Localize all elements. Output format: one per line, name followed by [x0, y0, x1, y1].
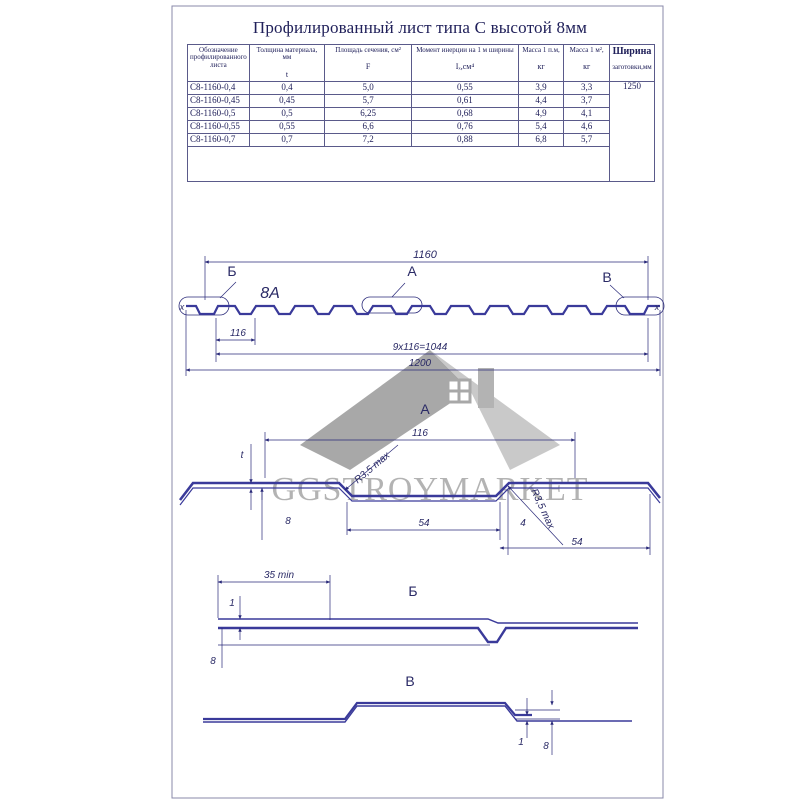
- detail-a-title: А: [420, 401, 430, 417]
- detail-b-profile-bottom: [218, 626, 638, 644]
- table-row: С8-1160-0,45 0,45 5,7 0,61 4,4 3,7: [187, 94, 655, 108]
- detail-a-dim-t: t: [241, 450, 245, 461]
- overview-labels: 1160 Б А В 8А 116 9х116=1044 1200 x x: [179, 249, 660, 369]
- table-row: С8-1160-0,4 0,4 5,0 0,55 3,9 3,3 1250: [187, 81, 656, 182]
- detail-a-dim-4: 4: [520, 518, 526, 529]
- dim-1160: 1160: [413, 249, 438, 261]
- watermark-text: GGSTROYMARKET: [271, 471, 588, 508]
- detail-a-dim-height: 8: [285, 516, 291, 527]
- edge-mark-right: x: [654, 302, 660, 312]
- watermark-chimney: [478, 368, 494, 408]
- detail-b-dim-gap: 1: [229, 598, 235, 609]
- detail-v-labels: В 1 8: [405, 673, 549, 752]
- detail-v-title: В: [405, 673, 414, 689]
- header-designation: Обозначение профилированного листа: [187, 44, 250, 82]
- dim-1200: 1200: [409, 358, 432, 369]
- detail-b-dim-overlap: 35 min: [264, 570, 294, 581]
- table-row: С8-1160-0,7 0,7 7,2 0,88 6,8 5,7: [187, 133, 655, 147]
- table-row-blank: [187, 146, 655, 182]
- detail-v-drawing: [203, 690, 632, 755]
- spec-table: Обозначение профилированного листа Толщи…: [187, 44, 656, 182]
- watermark-roof-light: [430, 350, 560, 470]
- detail-a-dim-54-left: 54: [418, 518, 430, 529]
- edge-mark-left: x: [179, 302, 185, 312]
- drawing-title: Профилированный лист типа С высотой 8мм: [252, 18, 588, 37]
- detail-a-dim-54-right: 54: [571, 537, 583, 548]
- detail-b-labels: Б 35 min 1 8: [210, 570, 417, 667]
- detail-b-drawing: [217, 575, 638, 668]
- detail-v-profile-top: [203, 701, 532, 721]
- overview-drawing: [178, 256, 665, 376]
- detail-a-dim-116: 116: [412, 428, 428, 439]
- dim-116-overview: 116: [230, 328, 246, 339]
- header-mass-m2: Масса 1 м²,кг: [563, 44, 610, 82]
- detail-v-dim-height: 8: [543, 741, 549, 752]
- callout-v: В: [602, 269, 611, 285]
- callout-b: Б: [227, 263, 236, 279]
- dim-9x116: 9х116=1044: [393, 342, 448, 353]
- detail-b-dim-height: 8: [210, 656, 216, 667]
- detail-b-profile-top: [218, 618, 638, 624]
- detail-v-profile-bottom: [203, 705, 632, 723]
- table-row: С8-1160-0,55 0,55 6,6 0,76 5,4 4,6: [187, 120, 655, 134]
- detail-v-dim-gap: 1: [518, 737, 524, 748]
- detail-b-title: Б: [408, 583, 417, 599]
- profile-name: 8А: [260, 285, 280, 302]
- callout-a: А: [407, 263, 417, 279]
- detail-a-drawing: [178, 432, 662, 555]
- blank-width-cell: 1250: [608, 81, 656, 182]
- overview-profile: [186, 304, 660, 316]
